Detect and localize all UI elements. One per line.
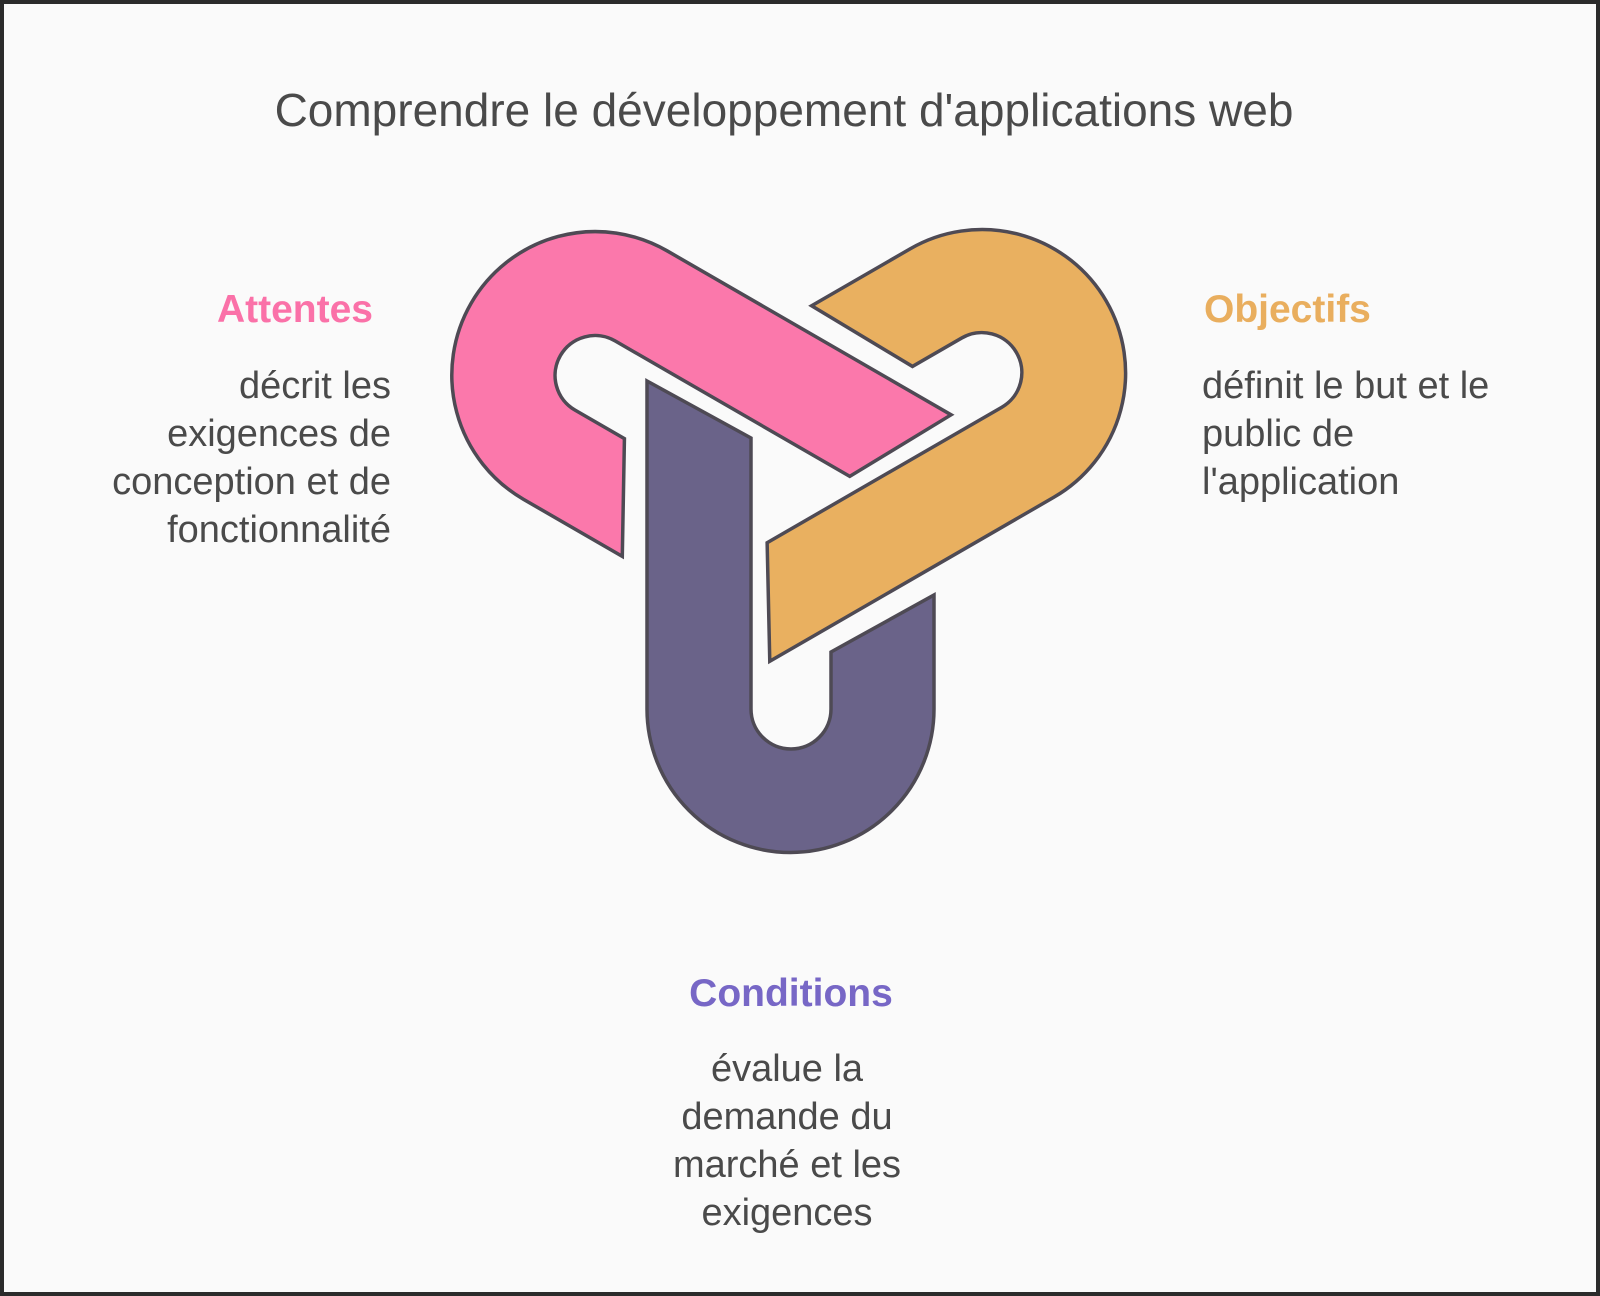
objectifs-description: définit le but et le public de l'applica…	[1202, 362, 1489, 506]
diagram-title: Comprendre le développement d'applicatio…	[274, 84, 1294, 136]
attentes-description-line: exigences de	[167, 413, 391, 455]
objectifs-heading: Objectifs	[1204, 288, 1371, 331]
tri-loop-knot-graphic	[434, 214, 1144, 855]
attentes-description-line: décrit les	[238, 365, 391, 407]
objectifs-description-line: définit le but et le	[1202, 365, 1490, 407]
attentes-description-line: fonctionnalité	[167, 509, 391, 551]
conditions-description: évalue la demande du marché et les exige…	[587, 1045, 987, 1237]
conditions-description-line: exigences	[701, 1192, 873, 1234]
conditions-description-line: évalue la	[710, 1048, 864, 1090]
attentes-description-line: conception et de	[112, 461, 391, 503]
attentes-heading: Attentes	[216, 288, 373, 331]
conditions-description-line: demande du	[681, 1096, 893, 1138]
objectifs-description-line: public de	[1202, 413, 1355, 455]
conditions-heading: Conditions	[689, 972, 893, 1015]
conditions-description-line: marché et les	[672, 1144, 902, 1186]
objectifs-description-line: l'application	[1202, 461, 1400, 503]
attentes-description: décrit les exigences de conception et de…	[112, 362, 391, 554]
